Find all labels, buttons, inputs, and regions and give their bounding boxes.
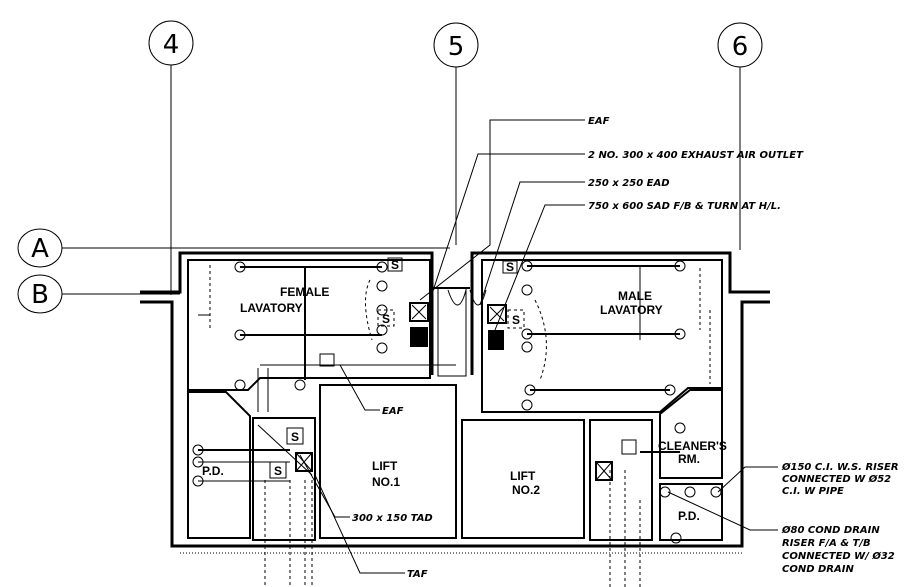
annotation-ead: 250 x 250 EAD bbox=[588, 178, 670, 189]
leader-lines bbox=[299, 119, 778, 574]
annotation-sad: 750 x 600 SAD F/B & TURN AT H/L. bbox=[588, 201, 781, 212]
grid-line-6 bbox=[717, 22, 763, 250]
room-label-lift1-2: NO.1 bbox=[372, 475, 400, 489]
sprinkler-label: S bbox=[291, 430, 299, 444]
room-label-pd-right: P.D. bbox=[678, 509, 700, 523]
sprinkler-label: S bbox=[391, 258, 399, 272]
sprinkler-label: S bbox=[506, 260, 514, 274]
annotation-riser-3: C.I. W PIPE bbox=[782, 486, 844, 497]
pd-left-room bbox=[187, 391, 251, 539]
grid-label-b: B bbox=[31, 280, 49, 310]
room-label-female-1: FEMALE bbox=[280, 285, 329, 299]
annotation-drain-4: COND DRAIN bbox=[782, 564, 854, 575]
grid-line-b bbox=[17, 274, 180, 314]
annotation-drain-3: CONNECTED W/ Ø32 bbox=[782, 550, 895, 562]
sprinkler-label: S bbox=[382, 312, 390, 326]
room-label-female-2: LAVATORY bbox=[240, 301, 303, 315]
grid-line-4 bbox=[148, 20, 194, 295]
room-label-male-2: LAVATORY bbox=[600, 303, 663, 317]
room-label-lift2-1: LIFT bbox=[510, 469, 536, 483]
plumbing-male bbox=[521, 260, 711, 411]
grid-label-5: 5 bbox=[448, 32, 465, 62]
room-label-lift1-1: LIFT bbox=[372, 459, 398, 473]
plumbing-pd-right bbox=[609, 422, 722, 587]
grid-label-6: 6 bbox=[732, 32, 749, 62]
grid-label-a: A bbox=[31, 234, 49, 264]
grid-line-5 bbox=[433, 22, 479, 245]
annotation-riser-1: Ø150 C.I. W.S. RISER bbox=[781, 461, 899, 473]
room-label-pd-left: P.D. bbox=[202, 464, 224, 478]
male-lavatory-room bbox=[481, 259, 723, 413]
exhaust-grille-female bbox=[409, 302, 429, 347]
shaft-left bbox=[252, 417, 316, 541]
annotation-eaf-top: EAF bbox=[588, 116, 610, 127]
annotation-drain-2: RISER F/A & T/B bbox=[782, 538, 871, 549]
annotation-drain-1: Ø80 COND DRAIN bbox=[781, 524, 880, 536]
grid-label-4: 4 bbox=[163, 30, 180, 60]
sprinkler-label: S bbox=[512, 313, 520, 327]
exhaust-grille-male bbox=[487, 304, 507, 350]
sprinkler-symbols bbox=[269, 257, 637, 479]
annotation-tad: 300 x 150 TAD bbox=[352, 513, 433, 524]
cleaners-room bbox=[659, 389, 723, 479]
annotation-eaf-mid: EAF bbox=[382, 406, 404, 417]
shaft-right bbox=[589, 419, 653, 541]
exhaust-grille-shaft-right bbox=[595, 461, 613, 481]
room-label-cleaners-1: CLEANER'S bbox=[658, 439, 727, 453]
duct-shaft bbox=[257, 287, 487, 412]
room-label-cleaners-2: RM. bbox=[678, 452, 700, 466]
plumbing-female bbox=[198, 261, 388, 391]
annotation-taf: TAF bbox=[407, 569, 428, 580]
lift1-room bbox=[319, 384, 457, 539]
annotation-exhaust-outlet: 2 NO. 300 x 400 EXHAUST AIR OUTLET bbox=[588, 150, 804, 161]
room-label-male-1: MALE bbox=[618, 289, 652, 303]
sprinkler-label: S bbox=[274, 464, 282, 478]
annotation-riser-2: CONNECTED W Ø52 bbox=[782, 473, 891, 485]
grid-line-a bbox=[17, 228, 450, 268]
female-lavatory-room bbox=[187, 259, 431, 391]
room-label-lift2-2: NO.2 bbox=[512, 483, 540, 497]
pd-right-room bbox=[659, 483, 723, 541]
lift2-room bbox=[461, 419, 585, 539]
